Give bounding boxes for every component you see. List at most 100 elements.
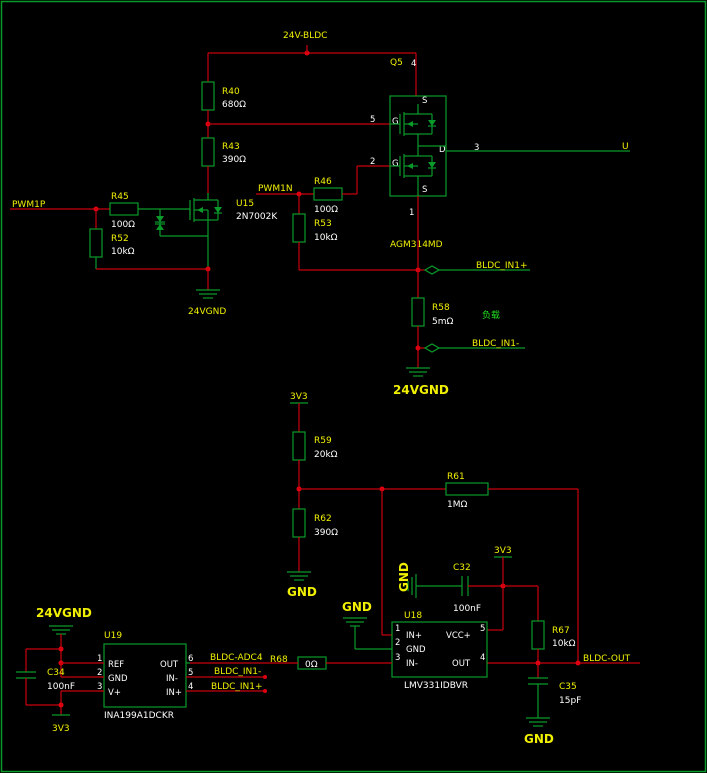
r53-ref: R53 (314, 219, 332, 229)
q5-pin-d: D (439, 145, 446, 155)
u19-pin-out: OUT (160, 660, 179, 670)
q5-pin-s-top: S (422, 96, 427, 106)
r45-ref: R45 (111, 192, 129, 202)
transistor-u15[interactable]: U15 2N7002K (155, 193, 278, 237)
u18-pin-in-minus: IN- (406, 659, 418, 669)
net-label-bldc-in1n-top: BLDC_IN1- (472, 339, 519, 349)
u15-value: 2N7002K (236, 212, 278, 222)
q5-ref: Q5 (390, 58, 403, 68)
resistor-r45[interactable]: R45 100Ω (109, 192, 139, 230)
q5-pin-5: 5 (370, 115, 375, 125)
c34-ref: C34 (47, 668, 65, 678)
net-label-u: U (622, 142, 629, 152)
q5-pin-3: 3 (474, 143, 479, 153)
u18-pin-vcc: VCC+ (446, 631, 471, 641)
r59-value: 20kΩ (314, 450, 338, 460)
resistor-r59[interactable]: R59 20kΩ (292, 431, 338, 461)
resistor-r46[interactable]: R46 100Ω (313, 177, 343, 215)
r67-ref: R67 (552, 626, 570, 636)
r67-value: 10kΩ (552, 639, 576, 649)
resistor-r61[interactable]: R61 1MΩ (445, 472, 489, 510)
capacitor-c35[interactable]: C35 15pF (528, 677, 581, 706)
u19-pin-vplus: V+ (108, 688, 121, 698)
r40-value: 680Ω (222, 100, 246, 110)
ground-symbol-24vgnd-mid: 24VGND (393, 367, 449, 397)
net-24v-bldc: 24V-BLDC (207, 31, 417, 96)
c35-value: 15pF (559, 696, 581, 706)
u19-pin-num-3: 3 (97, 682, 102, 692)
net-label-bldc-out: BLDC-OUT (583, 654, 631, 664)
net-label-bldc-in1n-bottom: BLDC_IN1- (214, 667, 261, 677)
r62-value: 390Ω (314, 528, 338, 538)
net-label-pwm1p: PWM1P (12, 200, 46, 210)
r61-ref: R61 (447, 472, 465, 482)
r53-value: 10kΩ (314, 233, 338, 243)
net-label-bldc-adc4: BLDC-ADC4 (210, 653, 263, 663)
resistor-r62[interactable]: R62 390Ω (292, 508, 338, 538)
resistor-r43[interactable]: R43 390Ω (201, 137, 246, 167)
load-note: 负载 (482, 309, 500, 321)
u18-pin-num-5: 5 (480, 624, 485, 634)
u19-value: INA199A1DCKR (104, 711, 174, 721)
net-label-pwm1n: PWM1N (258, 184, 293, 194)
u19-pin-num-6: 6 (188, 654, 193, 664)
u19-ref: U19 (104, 631, 122, 641)
ground-symbol-24vgnd-left: 24VGND (188, 289, 226, 317)
c32-ref: C32 (453, 563, 471, 573)
capacitor-c32[interactable]: C32 100nF (416, 563, 481, 614)
ground-symbol-gnd-c35: GND (524, 717, 554, 746)
u18-value: LMV331IDBVR (404, 681, 468, 691)
power-label-3v3-right: 3V3 (494, 546, 512, 556)
transistor-q5[interactable]: Q5 4 S G G D S 5 2 3 1 (370, 58, 479, 250)
ground-symbol-24vgnd-bottom: 24VGND (36, 606, 92, 635)
u18-pin-gnd: GND (406, 645, 426, 655)
power-label-gnd-u18: GND (342, 600, 372, 614)
u19-pin-ref: REF (108, 660, 124, 670)
c32-value: 100nF (453, 604, 481, 614)
u18-pin-in-plus: IN+ (406, 631, 422, 641)
q5-pin-s-bottom: S (422, 185, 427, 195)
r58-ref: R58 (432, 303, 450, 313)
resistor-r40[interactable]: R40 680Ω (201, 81, 246, 111)
capacitor-c34[interactable]: C34 100nF (16, 668, 75, 692)
r58-value: 5mΩ (432, 317, 453, 327)
r43-value: 390Ω (222, 155, 246, 165)
u19-pin-num-5: 5 (188, 668, 193, 678)
u18-ref: U18 (404, 611, 422, 621)
r46-value: 100Ω (314, 205, 338, 215)
q5-pin-4: 4 (411, 59, 416, 69)
r40-ref: R40 (222, 87, 240, 97)
net-label-bldc-in1p-top: BLDC_IN1+ (476, 261, 528, 271)
resistor-r58[interactable]: R58 5mΩ (411, 297, 453, 327)
power-label-24vgnd-left: 24VGND (188, 307, 226, 317)
r45-value: 100Ω (111, 220, 135, 230)
u19-pin-num-2: 2 (97, 668, 102, 678)
ic-u19[interactable]: U19 INA199A1DCKR 1 2 3 6 5 4 REF GND V+ … (97, 631, 193, 721)
u18-pin-num-2: 2 (395, 638, 400, 648)
c35-ref: C35 (559, 682, 577, 692)
power-label-24v-bldc: 24V-BLDC (283, 31, 327, 41)
ic-u18[interactable]: U18 LMV331IDBVR 1 2 3 5 4 IN+ GND IN- VC… (391, 611, 488, 691)
r52-ref: R52 (111, 234, 129, 244)
net-label-bldc-in1p-bottom: BLDC_IN1+ (211, 682, 263, 692)
q5-pin-g-top: G (392, 117, 399, 127)
r68-ref: R68 (270, 655, 288, 665)
resistor-r52[interactable]: R52 10kΩ (89, 228, 135, 258)
u19-pin-in-minus: IN- (166, 674, 178, 684)
q5-pin-1: 1 (409, 208, 414, 218)
c34-value: 100nF (47, 682, 75, 692)
resistor-r53[interactable]: R53 10kΩ (292, 213, 338, 243)
u19-pin-in-plus: IN+ (166, 688, 182, 698)
u19-pin-num-1: 1 (97, 654, 102, 664)
u19-pin-gnd: GND (108, 674, 128, 684)
resistor-r67[interactable]: R67 10kΩ (531, 620, 576, 650)
power-label-24vgnd-mid: 24VGND (393, 383, 449, 397)
power-label-gnd-c32: GND (397, 562, 411, 592)
power-label-3v3-bottom: 3V3 (52, 724, 70, 734)
u18-pin-num-4: 4 (480, 653, 485, 663)
q5-value: AGM314MD (390, 240, 443, 250)
q5-pin-g-bottom: G (392, 159, 399, 169)
u18-pin-out: OUT (452, 659, 471, 669)
